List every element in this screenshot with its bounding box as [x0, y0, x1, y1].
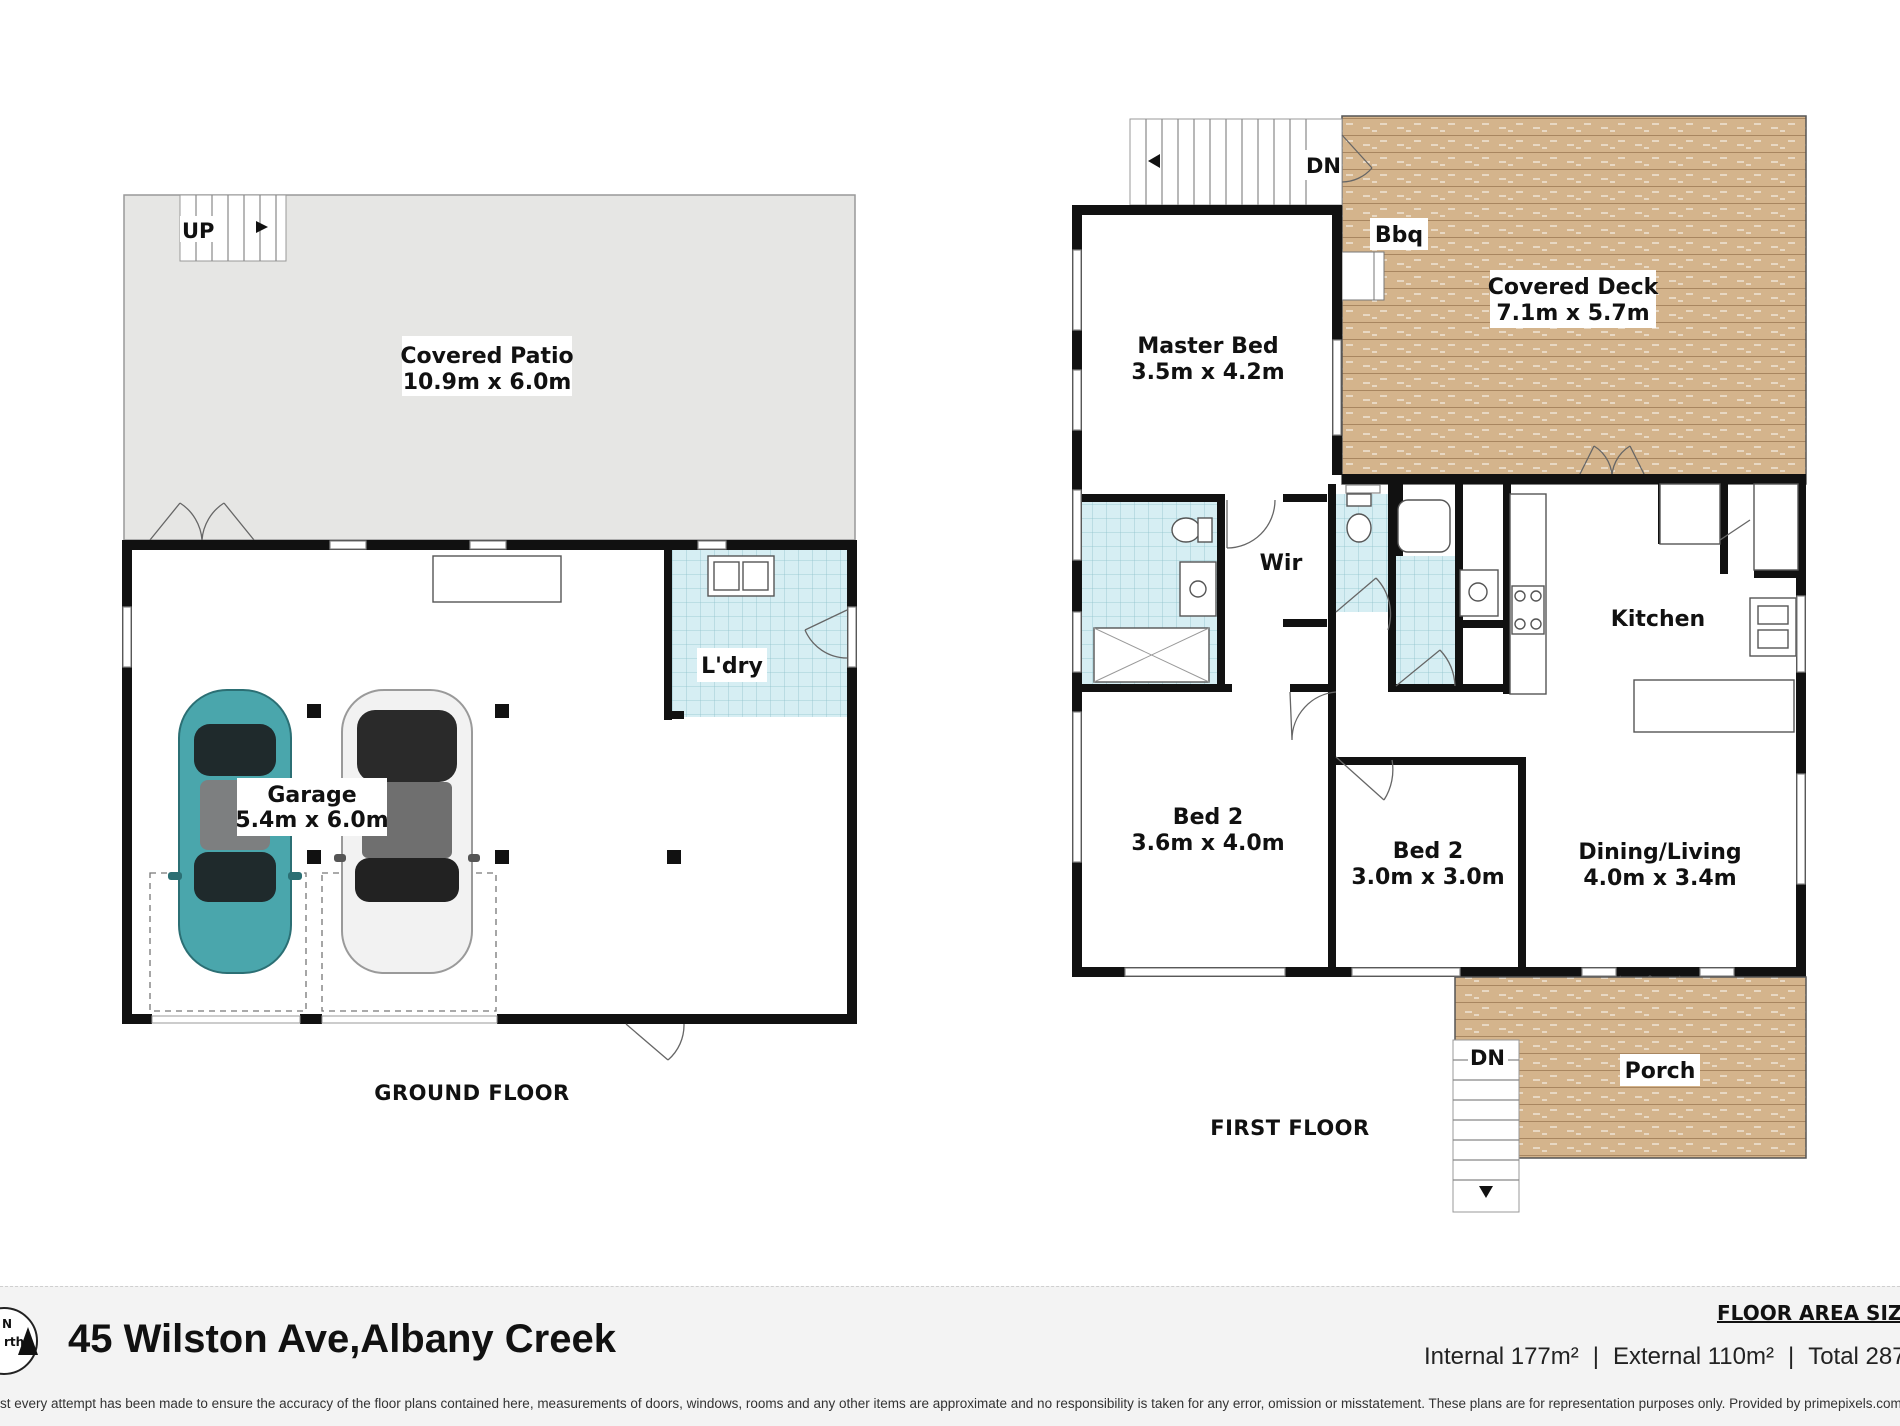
stairs-down-label: DN — [1306, 154, 1341, 178]
dining-living-size: 4.0m x 3.4m — [1583, 866, 1736, 891]
patio-double-door — [149, 502, 255, 541]
top-stairs: DN — [1129, 118, 1373, 206]
dining-living-label: Dining/Living — [1578, 840, 1741, 865]
covered-deck-label: Covered Deck — [1488, 275, 1660, 300]
bath-icon — [1397, 499, 1451, 553]
wir-label: Wir — [1260, 551, 1303, 576]
separator: | — [1787, 1343, 1795, 1370]
kitchen-label: Kitchen — [1611, 607, 1705, 632]
bed2-left-size: 3.6m x 4.0m — [1131, 831, 1284, 856]
porch-stairs-arrow-icon — [1479, 1186, 1493, 1198]
ground-floor-title: GROUND FLOOR — [374, 1081, 569, 1105]
plan-footer: N rth 45 Wilston Ave,Albany Creek FLOOR … — [0, 1286, 1900, 1426]
covered-patio-size: 10.9m x 6.0m — [403, 370, 572, 395]
master-bed-size: 3.5m x 4.2m — [1131, 360, 1284, 385]
covered-deck-size: 7.1m x 5.7m — [1496, 301, 1649, 326]
external-area: External 110m² — [1612, 1343, 1774, 1370]
bed2-right-label: Bed 2 — [1393, 839, 1463, 864]
north-arrow-icon — [18, 1327, 38, 1355]
bbq-label: Bbq — [1375, 223, 1423, 248]
bed2-left-label: Bed 2 — [1173, 805, 1243, 830]
covered-patio-label: Covered Patio — [400, 344, 573, 369]
first-floor-plan: DN — [1072, 115, 1807, 1213]
bed2-right-size: 3.0m x 3.0m — [1351, 865, 1504, 890]
internal-area: Internal 177m² — [1424, 1343, 1579, 1370]
garage-label: Garage — [267, 783, 356, 808]
porch-stairs-down-label: DN — [1470, 1046, 1505, 1070]
master-bed-label: Master Bed — [1137, 334, 1278, 359]
property-address: 45 Wilston Ave,Albany Creek — [68, 1317, 616, 1361]
laundry-label: L'dry — [701, 654, 763, 679]
kitchen-island — [1633, 679, 1795, 733]
disclaimer-text: ilst every attempt has been made to ensu… — [0, 1396, 1900, 1411]
total-area: Total 287 — [1808, 1343, 1900, 1370]
toilet-icon — [1171, 517, 1201, 543]
compass-n-label: N — [2, 1317, 13, 1331]
stairs-down-arrow-icon — [1148, 154, 1160, 168]
first-floor-title: FIRST FLOOR — [1210, 1116, 1369, 1140]
compass-icon: N rth — [0, 1307, 38, 1375]
ground-floor-plan: UP — [122, 194, 857, 1105]
porch-stairs: DN — [1452, 1039, 1520, 1213]
floor-area-title: FLOOR AREA SIZ — [1717, 1301, 1900, 1325]
porch-label: Porch — [1625, 1059, 1696, 1084]
stairs-arrow-icon — [256, 221, 268, 233]
stairs-up-label: UP — [182, 219, 214, 243]
garage-size: 5.4m x 6.0m — [235, 808, 388, 833]
separator: | — [1592, 1343, 1599, 1370]
floor-plan-drawing: UP — [122, 115, 1807, 1213]
floor-area-summary: Internal 177m² | External 110m² | Total 287 — [1424, 1343, 1900, 1371]
patio-stairs: UP — [179, 194, 287, 262]
